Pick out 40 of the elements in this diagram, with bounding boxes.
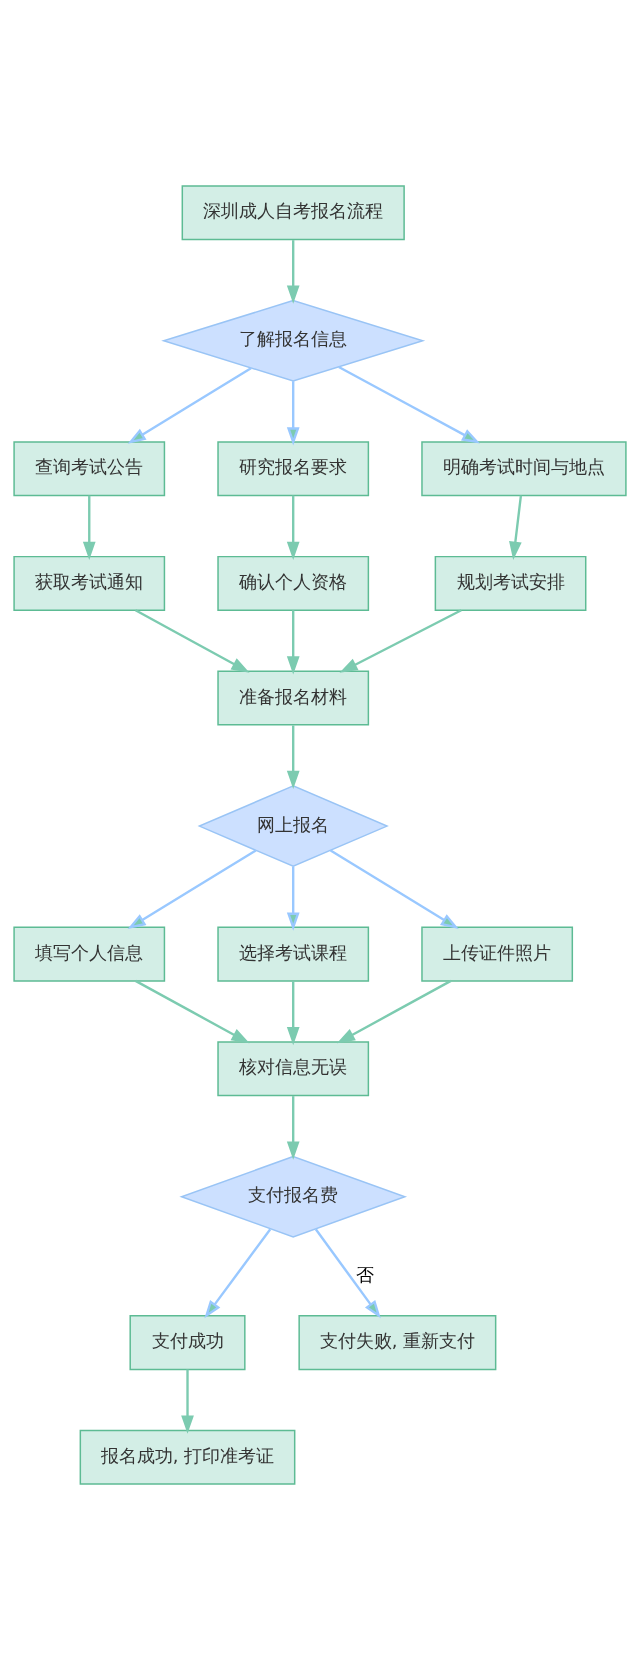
- arrow: [127, 366, 252, 444]
- node-box: 查询考试公告: [13, 440, 166, 496]
- node-box: 明确考试时间与地点: [421, 440, 627, 496]
- arrow: [134, 608, 250, 673]
- arrow: [127, 849, 257, 929]
- node-box: 填写个人信息: [13, 926, 166, 982]
- node-diamond: 支付报名费: [179, 1155, 408, 1238]
- node-box: 核对信息无误: [217, 1040, 370, 1096]
- arrow: [286, 865, 300, 931]
- node-box: 规划考试安排: [434, 555, 587, 611]
- node-box: 报名成功, 打印准考证: [79, 1429, 296, 1485]
- arrow: [204, 1228, 272, 1318]
- node-box: 获取考试通知: [13, 555, 166, 611]
- node-box: 支付失败, 重新支付: [298, 1314, 497, 1370]
- arrow: [286, 380, 300, 445]
- arrow: [314, 1228, 381, 1318]
- node-box: 选择考试课程: [217, 926, 370, 982]
- edge-label: 否: [356, 1263, 375, 1285]
- node-box: 深圳成人自考报名流程: [181, 184, 405, 240]
- node-diamond: 网上报名: [197, 784, 389, 867]
- arrow: [286, 495, 300, 560]
- node-box: 研究报名要求: [217, 440, 370, 496]
- node-box: 支付成功: [129, 1314, 246, 1370]
- arrow: [330, 849, 459, 929]
- node-diamond: 了解报名信息: [161, 299, 426, 382]
- node-box: 确认个人资格: [217, 555, 370, 611]
- arrow: [509, 494, 523, 560]
- arrow: [286, 609, 300, 675]
- arrow: [286, 980, 300, 1045]
- node-box: 上传证件照片: [421, 926, 574, 982]
- arrow: [339, 608, 462, 673]
- arrow: [181, 1368, 194, 1434]
- arrow: [286, 724, 300, 789]
- arrow: [336, 979, 452, 1043]
- node-box: 准备报名材料: [217, 670, 370, 726]
- arrow: [286, 239, 300, 304]
- arrow: [82, 495, 96, 560]
- arrow: [134, 979, 250, 1043]
- arrow: [338, 365, 481, 443]
- arrow: [286, 1095, 300, 1160]
